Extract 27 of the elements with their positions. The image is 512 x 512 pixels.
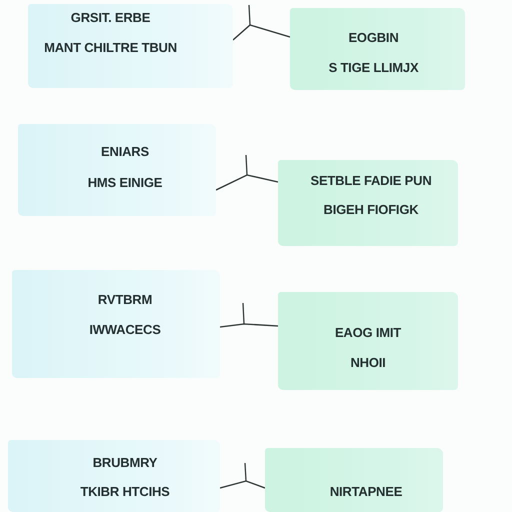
box-text: EOGBIN [348, 30, 399, 46]
note-box [290, 8, 465, 90]
note-box [28, 4, 233, 88]
box-text: RVTBRM [98, 292, 152, 308]
box-text: GRSIT. ERBE [70, 10, 150, 26]
box-text: TKIBR HTCIHS [80, 484, 170, 500]
box-text: ENIARS [101, 144, 149, 160]
note-box [278, 160, 458, 246]
connector-line [216, 174, 278, 191]
box-text: SETBLE FADIE PUN [310, 173, 432, 189]
note-box [18, 124, 216, 216]
box-text: NHOII [350, 355, 386, 371]
note-box [278, 292, 458, 390]
connector-line [220, 323, 278, 328]
box-text: NIRTAPNEE [330, 484, 402, 500]
box-text: BIGEH FIOFIGK [324, 202, 418, 218]
box-text: MANT CHILTRE TBUN [44, 40, 177, 56]
box-text: BRUBMRY [92, 455, 158, 471]
note-box [8, 440, 220, 512]
note-box [265, 448, 443, 512]
connector-line [220, 480, 266, 489]
box-text: IWWACECS [89, 322, 161, 338]
connector-line [232, 24, 290, 40]
box-text: S TIGE LLIMJX [328, 60, 418, 76]
note-box [12, 270, 220, 378]
box-text: EAOG IMIT [334, 325, 402, 341]
box-text: HMS EINIGE [88, 175, 162, 191]
